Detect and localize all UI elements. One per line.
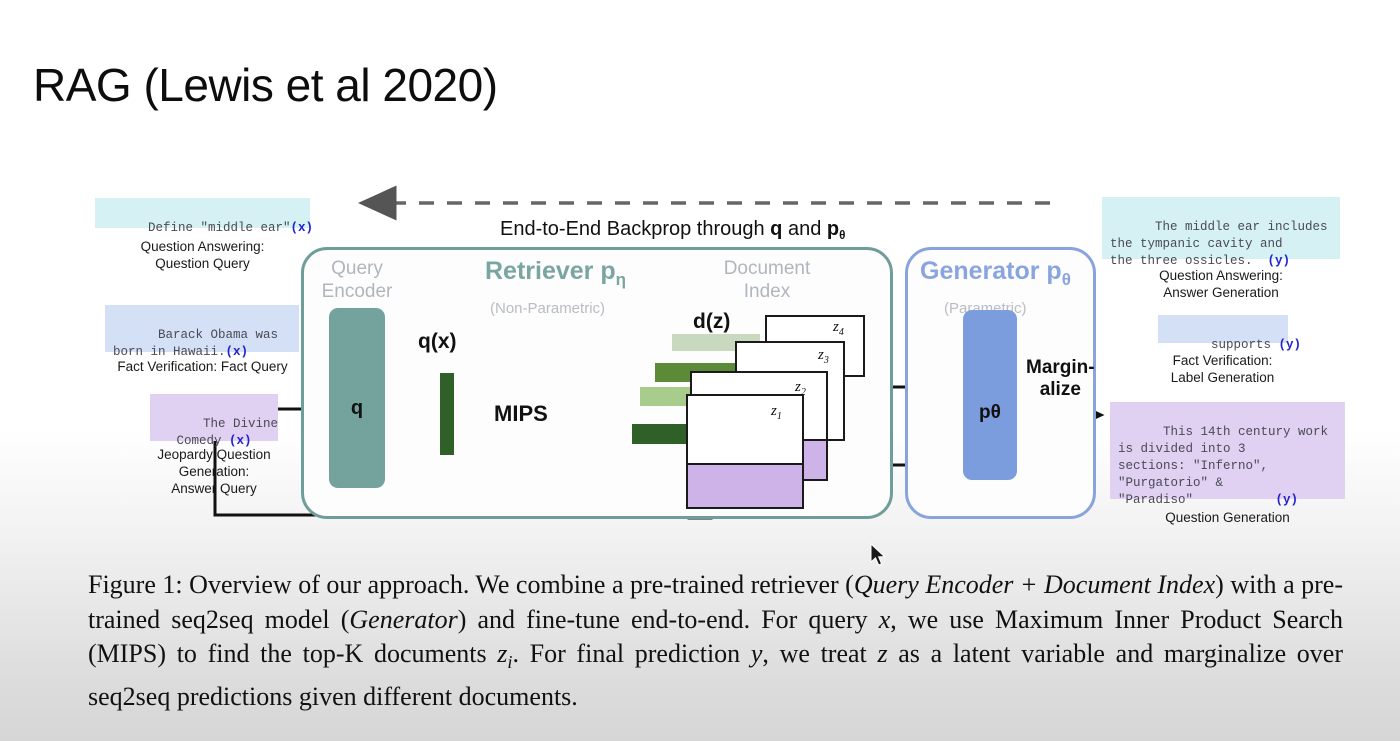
output-box-qa: The middle ear includes the tympanic cav…: [1102, 197, 1340, 268]
query-encoder-symbol: q: [350, 397, 364, 419]
figure-caption: Figure 1: Overview of our approach. We c…: [88, 570, 1343, 711]
output-box-fact: supports (y): [1158, 315, 1301, 352]
input-box-jeopardy: The Divine Comedy (x): [150, 394, 278, 448]
generator-symbol: pθ: [979, 402, 1001, 423]
input-caption-fact: Fact Verification: Fact Query: [117, 359, 288, 374]
query-encoder-heading: Query Encoder: [321, 258, 393, 302]
document-card-z1-purple: [688, 463, 802, 507]
retriever-title: Retriever pη: [485, 257, 627, 289]
page-title: RAG (Lewis et al 2020): [33, 59, 498, 111]
mouse-cursor-icon: [870, 543, 886, 566]
z4-tag: z4: [833, 319, 844, 338]
generator-title: Generator pθ: [920, 257, 1071, 289]
qx-vector-bar: [440, 373, 454, 455]
retriever-subtitle: (Non-Parametric): [490, 300, 606, 317]
output-box-jeopardy: This 14th century work is divided into 3…: [1110, 402, 1345, 507]
dz-label: d(z): [693, 310, 731, 333]
generator-block: [963, 310, 1017, 480]
input-box-fact: Barack Obama was born in Hawaii.(x): [105, 305, 299, 359]
query-encoder-block: [329, 308, 385, 488]
z2-tag: z2: [795, 379, 806, 398]
mips-label: MIPS: [494, 401, 548, 426]
document-card-z1: [686, 394, 804, 509]
z3-tag: z3: [818, 347, 829, 366]
output-caption-fact: Fact Verification: Label Generation: [1170, 353, 1275, 385]
z1-tag: z1: [771, 403, 782, 422]
input-caption-qa: Question Answering: Question Query: [140, 239, 265, 271]
document-index-heading: Document Index: [723, 258, 811, 302]
input-box-qa: Define "middle ear"(x): [95, 198, 313, 235]
input-caption-jeopardy: Jeopardy Question Generation: Answer Que…: [157, 447, 271, 496]
figure-diagram: Retriever pη (Non-Parametric) Query Enco…: [0, 175, 1400, 566]
marginalize-label: Margin- alize: [1026, 357, 1095, 400]
qx-label: q(x): [418, 330, 457, 353]
output-caption-jeopardy: Question Generation: [1165, 510, 1290, 525]
backprop-label: End-to-End Backprop through q and pθ: [500, 218, 846, 242]
output-caption-qa: Question Answering: Answer Generation: [1159, 268, 1283, 300]
